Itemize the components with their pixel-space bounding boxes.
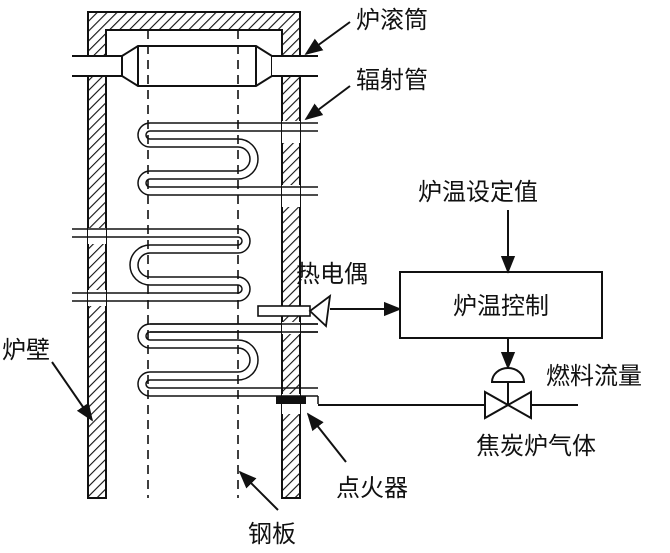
label-radiant-tube: 辐射管 (356, 66, 428, 94)
radiant-tube-coil-middle (72, 228, 251, 306)
radiant-tube-coil-upper (137, 121, 318, 207)
label-roller-tube: 炉滚筒 (356, 6, 428, 34)
furnace-wall-structure (87, 11, 301, 499)
label-coke-gas: 焦炭炉气体 (476, 432, 596, 460)
temp-control-box: 炉温控制 (399, 271, 603, 339)
label-furnace-wall: 炉壁 (2, 336, 50, 364)
steel-plate (147, 30, 239, 498)
roller-tube (72, 45, 318, 87)
thermocouple (257, 293, 402, 328)
label-thermocouple: 热电偶 (296, 260, 368, 288)
radiant-tube-coil-lower (137, 322, 318, 414)
label-temp-setpoint: 炉温设定值 (418, 178, 538, 206)
igniter (276, 396, 319, 404)
label-leaders (51, 21, 351, 511)
label-igniter: 点火器 (336, 474, 408, 502)
furnace-top-wall (87, 11, 301, 499)
temp-control-label: 炉温控制 (453, 292, 549, 320)
fuel-valve (484, 367, 532, 420)
label-fuel-flow: 燃料流量 (546, 362, 642, 390)
label-steel-plate: 钢板 (248, 520, 296, 548)
